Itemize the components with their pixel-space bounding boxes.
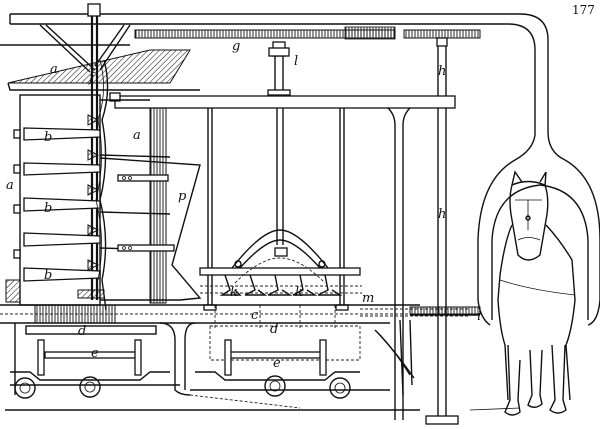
gear-rack-g [134, 26, 481, 40]
label-k-1: k [230, 285, 238, 300]
cart-e-right [190, 339, 390, 399]
label-h-low: h [438, 207, 446, 222]
label-g: g [232, 39, 240, 54]
top-left-frame [0, 3, 200, 300]
upper-crossbeam [109, 92, 456, 109]
label-m: m [362, 291, 374, 306]
label-b-2: b [44, 201, 52, 216]
label-a-top: a [50, 62, 58, 77]
label-f: f [88, 71, 96, 86]
label-c: c [251, 308, 259, 323]
label-e-2: e [273, 356, 281, 371]
label-p: p [178, 189, 187, 204]
label-d-2: d [270, 322, 278, 337]
labels: a f g l h a a b b b p k k m c d d e e h … [6, 39, 481, 371]
hopper-p [99, 157, 202, 301]
horse [469, 170, 576, 416]
press-columns [203, 107, 411, 420]
overhead-sweep-beam [9, 13, 600, 326]
label-a-left: a [6, 178, 14, 193]
shaft-l [267, 41, 291, 96]
lever-linkage [374, 319, 415, 396]
blades-b [23, 127, 171, 282]
frame-d [14, 322, 361, 396]
page-number: 177 [572, 3, 595, 17]
label-a-mid: a [133, 128, 141, 143]
label-l: l [294, 54, 298, 69]
label-b-3: b [44, 268, 52, 283]
label-k-2: k [295, 285, 303, 300]
label-d-1: d [78, 324, 86, 339]
press-head [199, 229, 362, 296]
label-h-top: h [438, 64, 446, 79]
cylinder-housing-a [5, 59, 180, 311]
cart-e-left [10, 339, 180, 399]
label-e-1: e [91, 346, 99, 361]
label-i: i [477, 309, 481, 324]
label-b-1: b [44, 130, 52, 145]
